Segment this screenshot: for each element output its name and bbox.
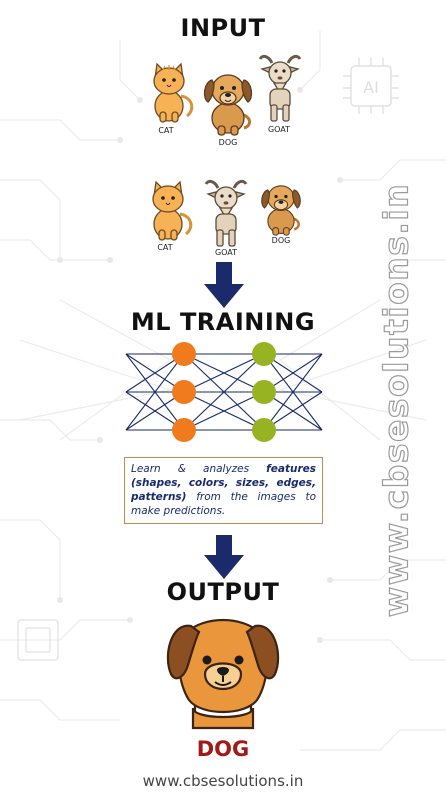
animal-label: GOAT [267,125,291,134]
arrow-shape [204,262,244,308]
input-node [172,342,196,366]
output-heading: OUTPUT [166,578,280,606]
animal-label: DOG [218,138,238,147]
down-arrow-icon [204,535,244,579]
description-text: Learn & analyzes [131,463,267,475]
dog-face-icon [166,618,280,730]
animal-label: CAT [157,243,173,252]
animal-label: DOG [271,236,291,245]
dog-icon [203,74,253,136]
cat-icon [153,62,194,123]
down-arrow-icon [204,262,244,308]
input-node [172,380,196,404]
neural-network-diagram [125,342,323,442]
input-edge [125,353,185,431]
watermark-text: www.cbsesolutions.in [376,182,416,618]
network-edge [183,391,265,431]
output-node [252,380,276,404]
output-node [252,342,276,366]
goat-icon [204,179,248,247]
cat-icon [152,180,193,241]
output-label: DOG [196,737,250,761]
network-edge [183,353,265,431]
animal-label: CAT [158,126,174,135]
dog-icon [261,185,301,236]
output-node [252,418,276,442]
arrow-shape [204,535,244,579]
ai-chip-icon: AI [343,58,399,114]
footer-url: www.cbsesolutions.in [142,772,304,790]
description-text-end: from the images to make predictions. [131,491,316,517]
description-box: Learn & analyzes features (shapes, color… [124,457,323,524]
ai-chip-label: AI [363,78,379,97]
goat-icon [258,54,302,122]
description-features: features (shapes, colors, sizes, edges, … [131,463,316,503]
input-node [172,418,196,442]
output-edge [263,353,323,431]
training-heading: ML TRAINING [130,308,316,336]
animal-label: GOAT [214,248,238,257]
network-edge [183,353,265,393]
input-heading: INPUT [180,14,266,42]
